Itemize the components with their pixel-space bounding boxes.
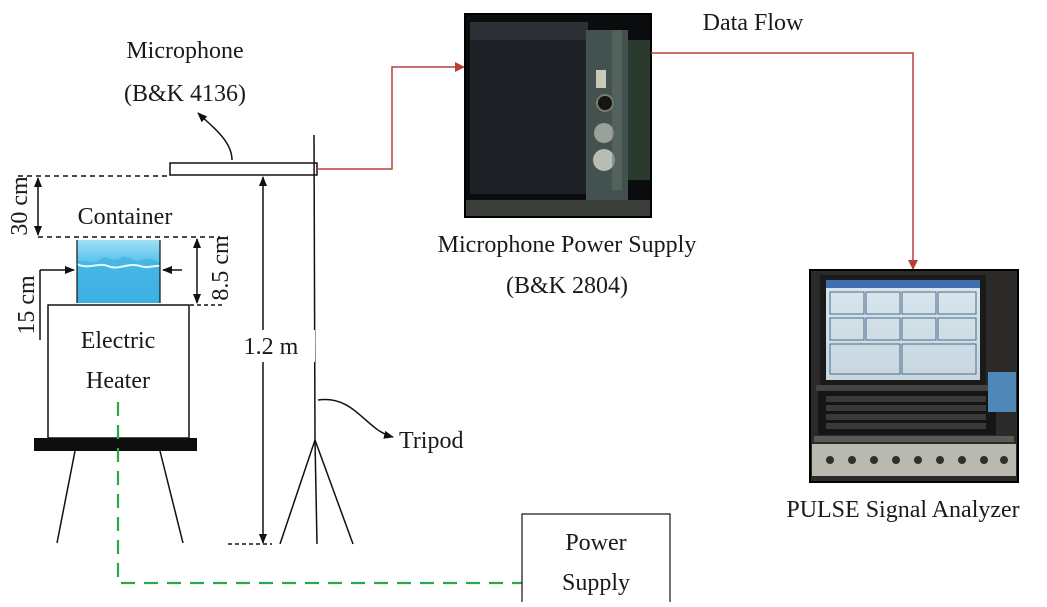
tripod-label: Tripod xyxy=(399,428,463,454)
heater-label-line2: Heater xyxy=(86,368,150,394)
tripod-pointer xyxy=(317,398,394,439)
heater-stand-leg-left xyxy=(56,450,76,544)
microphone-label: Microphone xyxy=(126,38,243,64)
heater-power-line xyxy=(116,402,522,585)
power-supply-label-line1: Power xyxy=(565,530,626,556)
pulse-analyzer-photo xyxy=(809,269,1019,483)
container-label: Container xyxy=(78,204,173,230)
microphone-pointer xyxy=(197,112,233,161)
power-supply-box xyxy=(521,513,671,607)
mic-power-supply-label: Microphone Power Supply xyxy=(438,232,697,258)
container-height-label: 15 cm xyxy=(14,275,40,335)
microphone-power-supply-photo xyxy=(464,13,652,218)
mic-container-distance-label: 30 cm xyxy=(7,176,33,236)
data-flow-label: Data Flow xyxy=(703,10,804,36)
microphone-rod xyxy=(169,162,318,176)
microphone-model-label: (B&K 4136) xyxy=(124,81,246,107)
heater-label-line1: Electric xyxy=(81,328,156,354)
data-flow-line-psu-to-analyzer xyxy=(651,52,918,270)
power-supply-label-line2: Supply xyxy=(562,570,630,596)
heater-stand-leg-right xyxy=(159,450,184,544)
mic-height-label: 1.2 m xyxy=(244,334,299,360)
tripod xyxy=(279,134,354,545)
water-container xyxy=(76,240,161,303)
pulse-analyzer-label: PULSE Signal Analyzer xyxy=(786,497,1019,523)
data-flow-line-mic-to-psu xyxy=(317,62,465,170)
mic-power-supply-model-label: (B&K 2804) xyxy=(506,273,628,299)
water-height-label: 8.5 cm xyxy=(208,235,234,301)
heater-base-plate xyxy=(34,438,197,451)
